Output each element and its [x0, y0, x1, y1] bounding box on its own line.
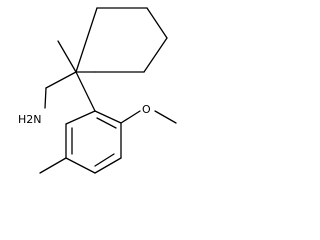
benzene-double-bond-2 [94, 153, 115, 167]
methoxy-group: O [120, 103, 177, 124]
benzene-ring [65, 71, 122, 174]
benzene-bond-4 [65, 157, 96, 174]
benzene-bond-1 [94, 110, 122, 124]
aminomethyl-group: H2N [18, 71, 77, 126]
benzene-double-bond-1 [96, 117, 117, 129]
ether-oxygen-label: O [142, 103, 151, 116]
amine-label: H2N [18, 113, 42, 126]
cyclohexane-bond-3 [146, 7, 168, 39]
cyclohexane-bond-7 [57, 40, 77, 73]
aryl-methyl-group [39, 157, 67, 174]
aryl-to-o-bond [120, 110, 141, 124]
ch2-to-n-bond [44, 87, 47, 109]
cyclohexane-ring [57, 7, 168, 73]
quaternary-to-aryl-bond [75, 71, 96, 112]
aryl-to-methyl-bond [39, 157, 67, 174]
quaternary-to-ch2-bond [45, 71, 77, 89]
cyclohexane-bond-4 [143, 37, 168, 73]
chemical-structure-diagram: H2N O [18, 7, 177, 174]
benzene-bond-6 [65, 110, 96, 125]
o-to-methyl-bond [154, 110, 177, 124]
benzene-bond-3 [94, 157, 122, 174]
cyclohexane-bond-1 [75, 7, 98, 73]
